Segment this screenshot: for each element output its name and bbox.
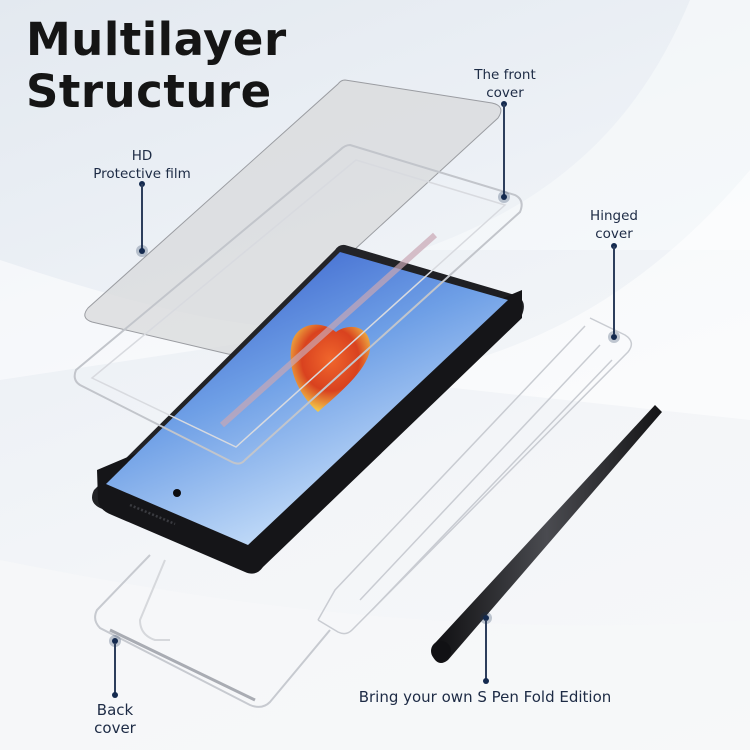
callout-hinged-cover: Hinged cover: [577, 207, 651, 243]
callout-text: Hinged: [590, 208, 638, 224]
callout-dot: [112, 692, 118, 698]
callout-back-cover: Back cover: [80, 701, 150, 737]
callout-text: Back: [96, 701, 134, 719]
callout-text: HD: [131, 148, 153, 164]
callout-anchor-dot: [611, 334, 617, 340]
callout-anchor-dot: [501, 194, 507, 200]
hinged-cover: [317, 317, 633, 635]
callout-front-cover: The front cover: [458, 66, 552, 102]
folded-phone: [92, 244, 524, 574]
title-line-2: Structure: [26, 65, 272, 118]
callout-leader-line: [114, 643, 116, 695]
background-swoosh: [420, 0, 750, 250]
title-line-1: Multilayer: [26, 13, 287, 66]
protective-film: [84, 79, 502, 355]
callout-protective-film: HD Protective film: [80, 147, 204, 183]
callout-leader-line: [613, 246, 615, 334]
callout-leader-line: [141, 184, 143, 250]
callout-text: The front: [474, 67, 536, 83]
callout-leader-line: [503, 104, 505, 196]
callout-s-pen: Bring your own S Pen Fold Edition: [340, 688, 630, 706]
page-title: Multilayer Structure: [26, 14, 287, 118]
callout-text: cover: [94, 719, 136, 737]
background-swoosh: [0, 560, 750, 750]
callout-text: Bring your own S Pen Fold Edition: [358, 688, 612, 706]
callout-text: Protective film: [93, 166, 191, 182]
callout-text: cover: [486, 85, 524, 101]
callout-text: cover: [595, 226, 633, 242]
callout-dot: [483, 678, 489, 684]
callout-anchor-dot: [139, 248, 145, 254]
callout-anchor-dot: [112, 638, 118, 644]
back-cover: [94, 554, 331, 708]
background-swoosh: [380, 170, 750, 420]
callout-leader-line: [485, 620, 487, 680]
callout-anchor-dot: [483, 615, 489, 621]
front-cover: [73, 143, 523, 465]
s-pen: [431, 405, 662, 664]
